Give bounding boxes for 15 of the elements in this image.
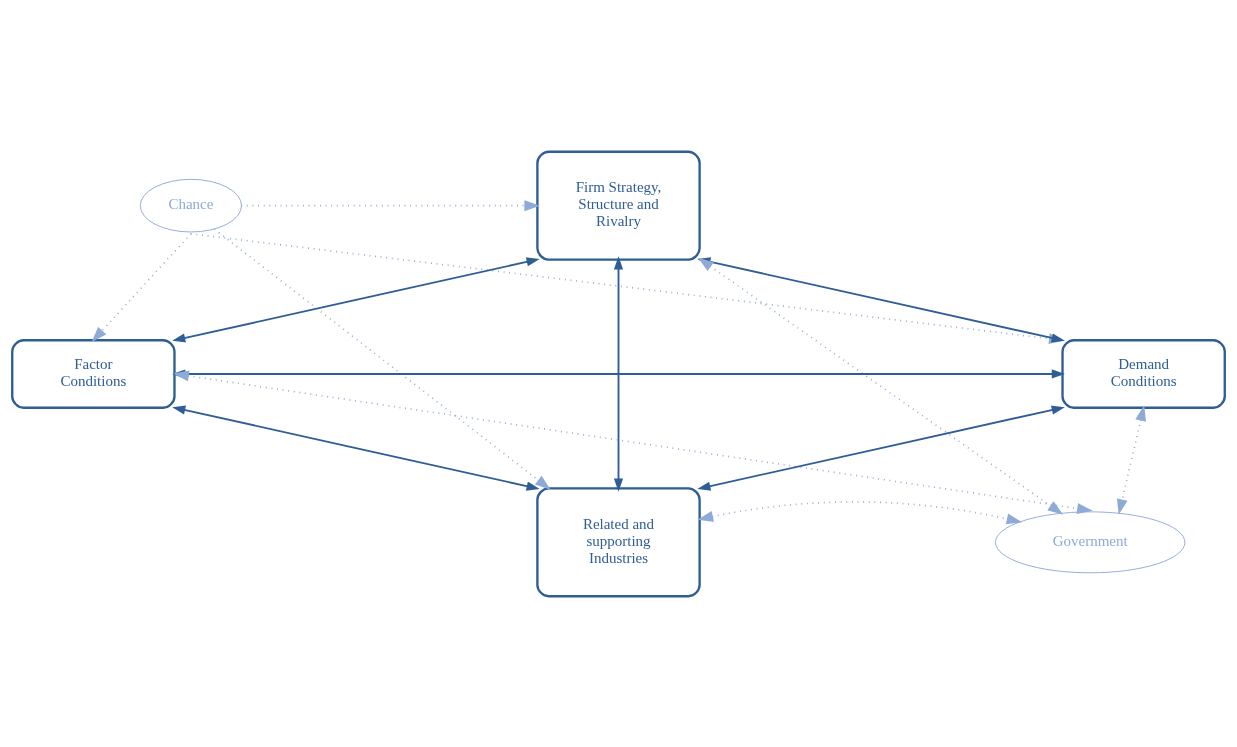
arrow [240,199,540,211]
node-box: Firm Strategy, Structure and Rivalry [536,150,701,261]
node-ellipse: Chance [139,178,242,232]
arrow [613,255,624,492]
node-box: Factor Conditions [11,338,176,409]
arrow [172,256,540,342]
arrow [91,232,192,342]
arrow [213,227,551,490]
node-box: Demand Conditions [1061,338,1226,409]
node-box: Related and supporting Industries [536,486,701,597]
arrow [190,232,1065,344]
arrow [697,405,1065,491]
arrow [1116,404,1146,515]
arrow [697,500,1023,524]
arrow [172,405,540,491]
